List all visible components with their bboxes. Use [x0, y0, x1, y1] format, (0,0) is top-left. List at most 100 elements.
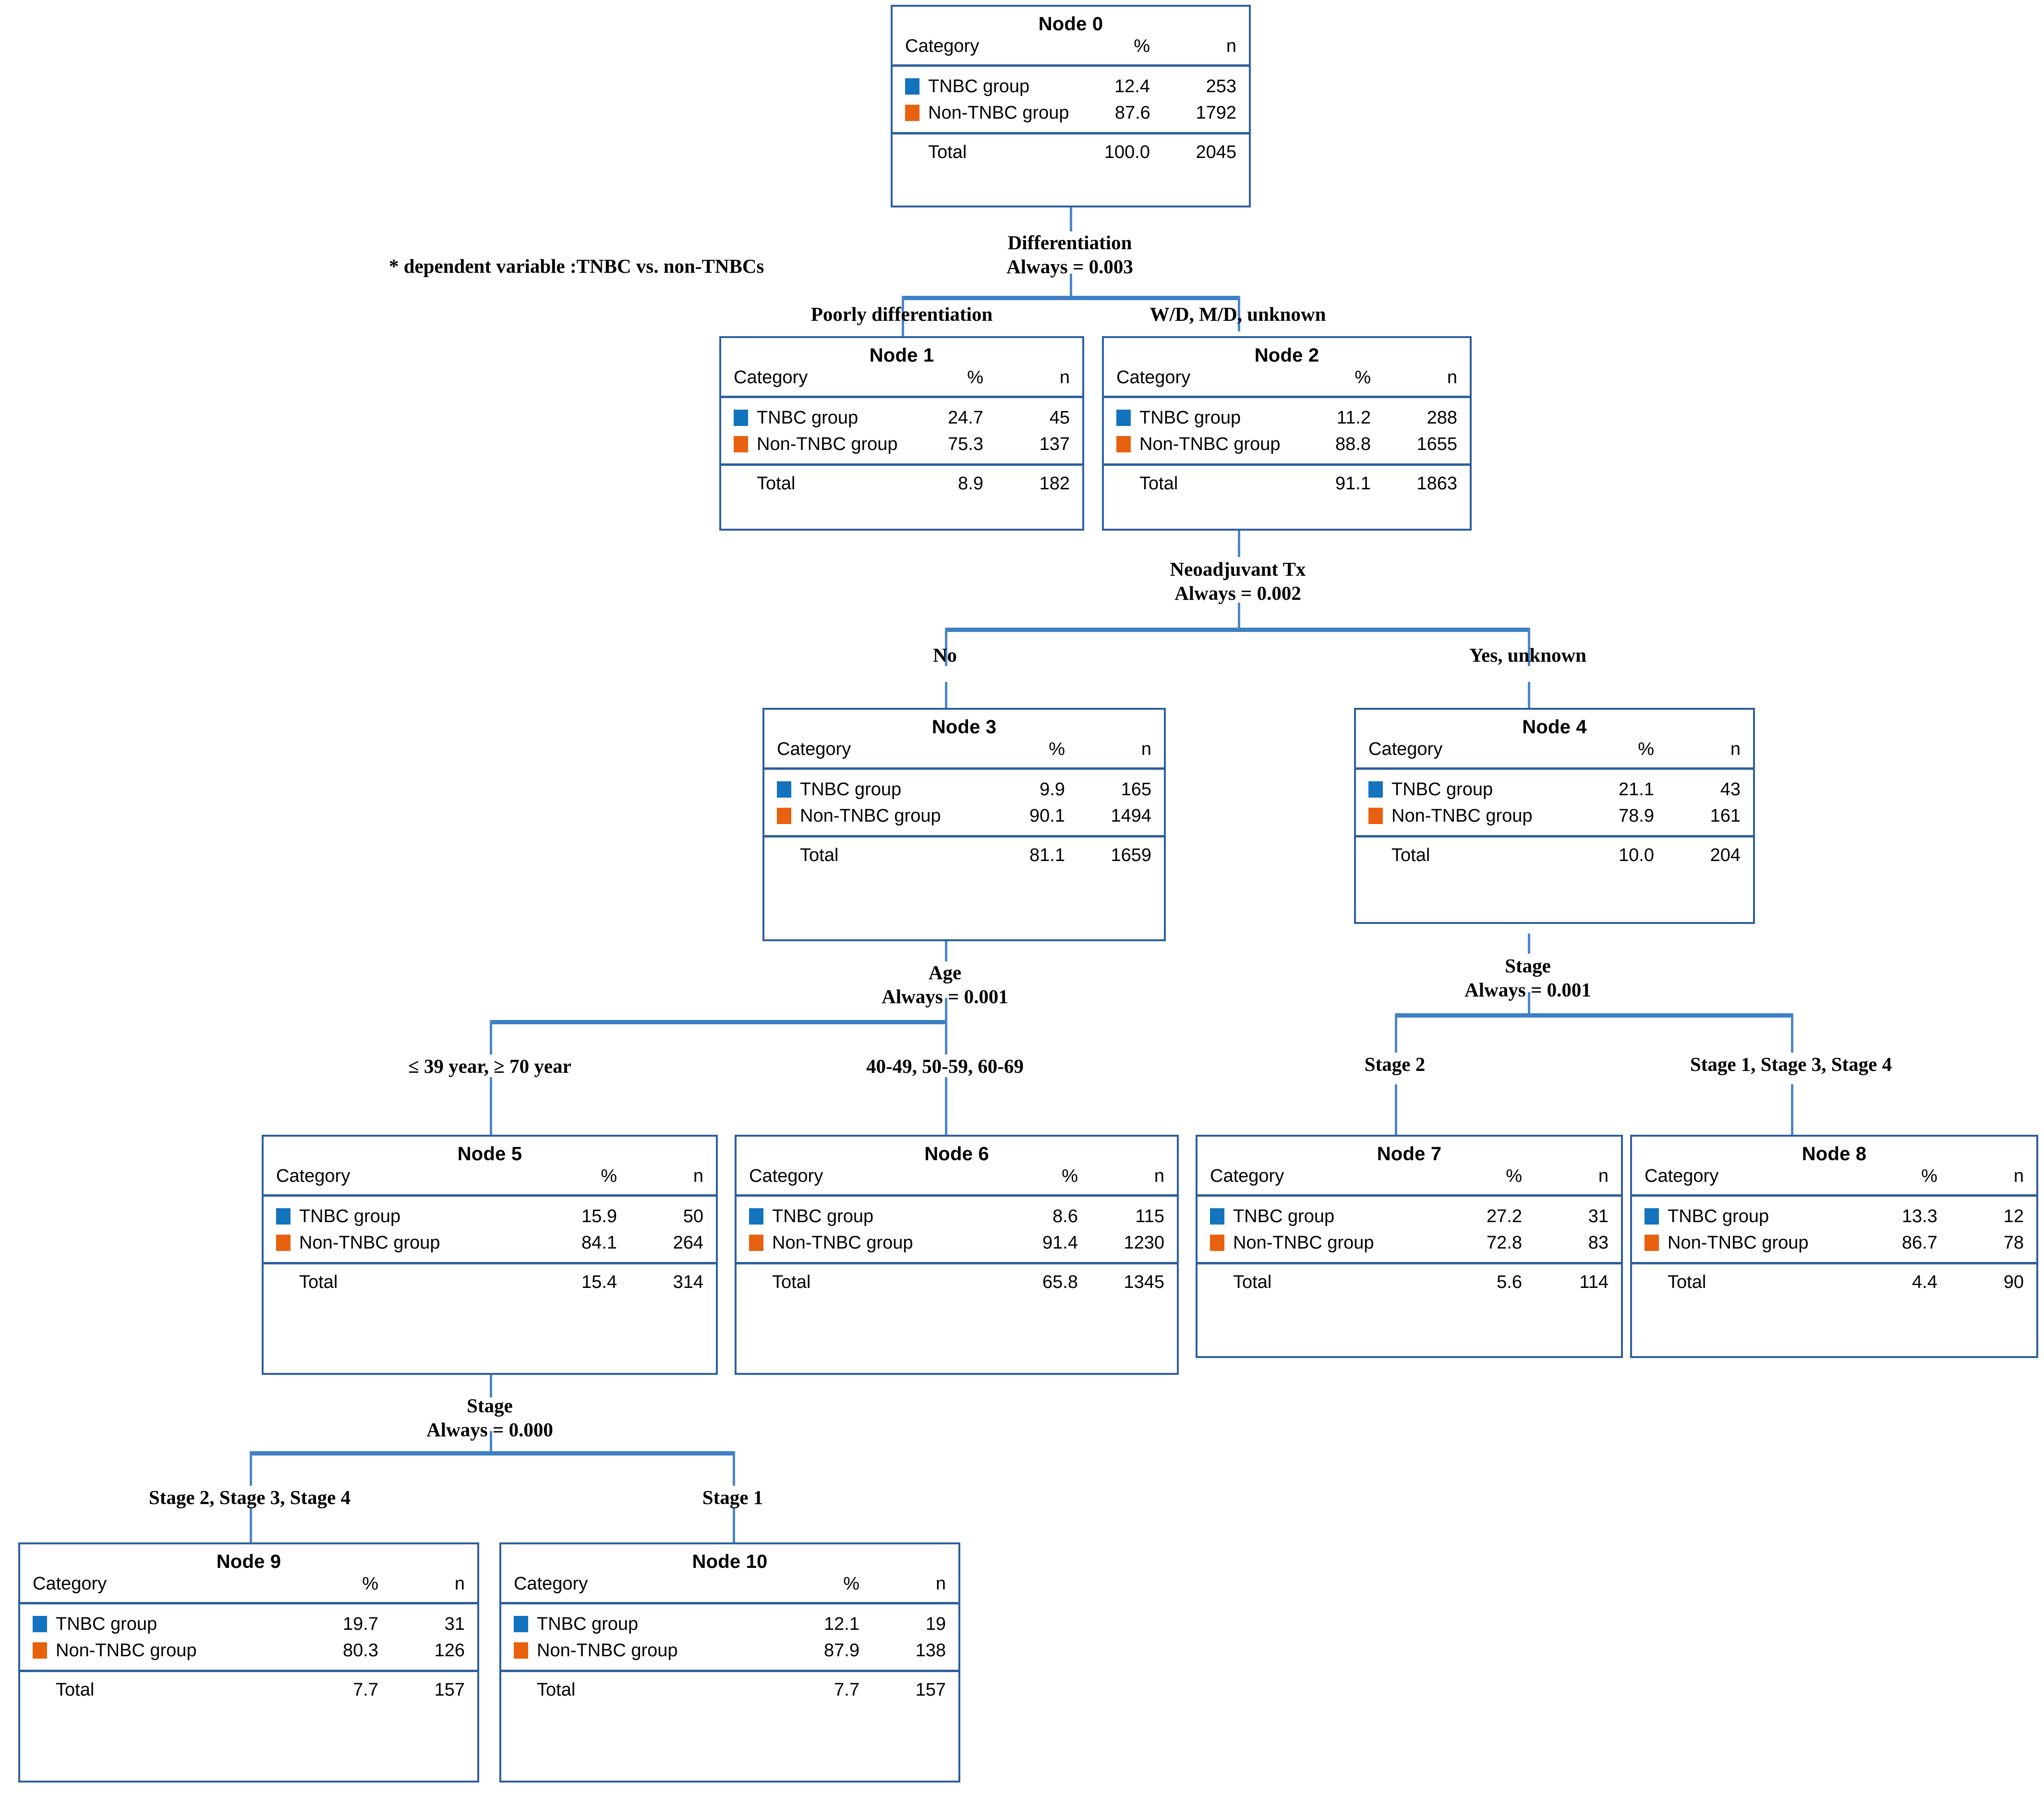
- connector-stage4-stem: [1528, 992, 1530, 1015]
- node-0[interactable]: Node 0 Category % n TNBC group 12.4 253 …: [891, 5, 1251, 207]
- node-0-row-nontnbc-pct: 87.6: [1114, 102, 1150, 123]
- node-8-header: Category % n: [1632, 1165, 2036, 1194]
- connector-age-bar: [490, 1020, 947, 1024]
- column-header-count: n: [1059, 367, 1070, 388]
- split-label-age: Age Always = 0.001: [801, 960, 1089, 1008]
- node-4[interactable]: Node 4 Category % n TNBC group 21.1 43 N…: [1354, 708, 1755, 924]
- node-7-row-nontnbc-pct: 72.8: [1487, 1232, 1522, 1253]
- node-2[interactable]: Node 2 Category % n TNBC group 11.2 288 …: [1102, 336, 1472, 531]
- node-10[interactable]: Node 10 Category % n TNBC group 12.1 19 …: [499, 1542, 960, 1783]
- node-7-total-pct: 5.6: [1497, 1272, 1522, 1292]
- non-tnbc-color-swatch: [276, 1235, 290, 1251]
- node-7-row-tnbc: TNBC group 27.2 31: [1210, 1204, 1609, 1229]
- node-8[interactable]: Node 8 Category % n TNBC group 13.3 12 N…: [1630, 1135, 2038, 1358]
- node-1-row-tnbc-pct: 24.7: [948, 408, 983, 428]
- node-3-total-label: Total: [800, 845, 839, 865]
- node-0-row-tnbc-label: TNBC group: [928, 76, 1030, 97]
- node-9-total-n: 157: [434, 1679, 465, 1700]
- node-9-row-tnbc-n: 31: [444, 1614, 465, 1634]
- node-7-title: Node 7: [1377, 1143, 1442, 1165]
- node-4-row-nontnbc-pct: 78.9: [1619, 805, 1654, 826]
- column-header-count: n: [1226, 36, 1236, 56]
- node-5-total-label: Total: [299, 1272, 338, 1292]
- node-2-title: Node 2: [1254, 345, 1319, 366]
- node-0-row-tnbc-n: 253: [1206, 76, 1236, 97]
- node-9-header: Category % n: [20, 1573, 477, 1602]
- node-4-total-pct: 10.0: [1619, 845, 1654, 865]
- node-0-row-nontnbc-n: 1792: [1196, 102, 1236, 123]
- column-header-percent: %: [967, 367, 983, 388]
- total-spacer: [734, 475, 748, 492]
- non-tnbc-color-swatch: [514, 1642, 528, 1659]
- node-5-total-n: 314: [673, 1272, 703, 1292]
- column-header-count: n: [1141, 739, 1151, 759]
- connector-to-node8: [1791, 1013, 1793, 1053]
- total-spacer: [1645, 1274, 1659, 1290]
- non-tnbc-color-swatch: [734, 436, 748, 453]
- node-4-row-tnbc-label: TNBC group: [1391, 779, 1493, 800]
- node-10-total: Total 7.7 157: [501, 1669, 958, 1781]
- column-header-percent: %: [1506, 1166, 1522, 1186]
- node-1[interactable]: Node 1 Category % n TNBC group 24.7 45 N…: [719, 336, 1084, 531]
- node-10-row-tnbc: TNBC group 12.1 19: [514, 1612, 946, 1637]
- tnbc-color-swatch: [276, 1208, 290, 1225]
- node-0-total-label: Total: [928, 142, 967, 162]
- column-header-count: n: [1447, 367, 1457, 388]
- branch-label-poorly-differentiation: Poorly differentiation: [810, 303, 993, 325]
- split-label-stage-node5: Stage Always = 0.000: [346, 1394, 634, 1442]
- non-tnbc-color-swatch: [1210, 1235, 1224, 1251]
- node-10-body: TNBC group 12.1 19 Non-TNBC group 87.9 1…: [501, 1602, 958, 1670]
- column-header-count: n: [2013, 1166, 2024, 1186]
- node-6-row-tnbc-label: TNBC group: [772, 1206, 874, 1226]
- node-5-row-nontnbc: Non-TNBC group 84.1 264: [276, 1231, 703, 1255]
- node-9-title: Node 9: [216, 1551, 281, 1572]
- tnbc-color-swatch: [1645, 1208, 1659, 1225]
- node-1-row-tnbc-label: TNBC group: [757, 408, 859, 428]
- node-3-row-tnbc-n: 165: [1121, 779, 1151, 800]
- node-7[interactable]: Node 7 Category % n TNBC group 27.2 31 N…: [1196, 1135, 1623, 1358]
- column-header-category: Category: [33, 1574, 107, 1594]
- column-header-percent: %: [1921, 1166, 1937, 1186]
- node-1-row-nontnbc: Non-TNBC group 75.3 137: [734, 432, 1070, 457]
- node-3-row-tnbc-label: TNBC group: [800, 779, 902, 800]
- node-5-row-tnbc: TNBC group 15.9 50: [276, 1204, 703, 1229]
- node-8-row-tnbc: TNBC group 13.3 12: [1645, 1204, 2024, 1229]
- node-10-title: Node 10: [692, 1551, 768, 1572]
- node-3-title: Node 3: [931, 716, 997, 738]
- total-spacer: [276, 1274, 290, 1290]
- branch-label-age-mid: 40-49, 50-59, 60-69: [866, 1055, 1024, 1077]
- branch-label-wd-md-unknown: W/D, M/D, unknown: [1149, 303, 1326, 325]
- connector-neoadjuvant-stem: [1238, 603, 1240, 631]
- node-6[interactable]: Node 6 Category % n TNBC group 8.6 115 N…: [735, 1135, 1179, 1375]
- node-8-row-nontnbc-label: Non-TNBC group: [1668, 1232, 1809, 1253]
- column-header-category: Category: [1645, 1166, 1719, 1186]
- node-6-row-nontnbc-label: Non-TNBC group: [772, 1232, 913, 1253]
- node-5-total: Total 15.4 314: [264, 1262, 716, 1373]
- node-2-total: Total 91.1 1863: [1104, 463, 1470, 529]
- node-7-body: TNBC group 27.2 31 Non-TNBC group 72.8 8…: [1197, 1194, 1621, 1262]
- node-8-row-tnbc-label: TNBC group: [1668, 1206, 1769, 1226]
- node-3[interactable]: Node 3 Category % n TNBC group 9.9 165 N…: [762, 708, 1166, 941]
- node-10-row-nontnbc-label: Non-TNBC group: [537, 1640, 678, 1661]
- node-5-row-tnbc-n: 50: [683, 1206, 703, 1226]
- node-0-row-nontnbc-label: Non-TNBC group: [928, 102, 1069, 123]
- column-header-count: n: [1154, 1166, 1164, 1186]
- column-header-category: Category: [777, 739, 851, 759]
- node-5[interactable]: Node 5 Category % n TNBC group 15.9 50 N…: [262, 1135, 718, 1375]
- node-9-row-nontnbc-label: Non-TNBC group: [56, 1640, 197, 1661]
- tnbc-color-swatch: [1368, 781, 1383, 798]
- node-5-total-row: Total 15.4 314: [276, 1270, 703, 1295]
- node-3-row-nontnbc: Non-TNBC group 90.1 1494: [777, 804, 1151, 828]
- node-7-total: Total 5.6 114: [1197, 1262, 1621, 1356]
- split-variable-differentiation: Differentiation: [1007, 231, 1132, 254]
- node-9-total-row: Total 7.7 157: [33, 1678, 465, 1702]
- split-stat-stage-node5: Always = 0.000: [426, 1419, 553, 1441]
- node-1-total-row: Total 8.9 182: [734, 472, 1070, 496]
- node-9[interactable]: Node 9 Category % n TNBC group 19.7 31 N…: [18, 1542, 479, 1783]
- node-2-total-label: Total: [1139, 473, 1178, 494]
- branch-label-stage1: Stage 1: [702, 1486, 763, 1508]
- connector-node3-drop: [945, 682, 947, 708]
- node-6-total-n: 1345: [1124, 1272, 1164, 1292]
- node-10-header: Category % n: [501, 1573, 958, 1602]
